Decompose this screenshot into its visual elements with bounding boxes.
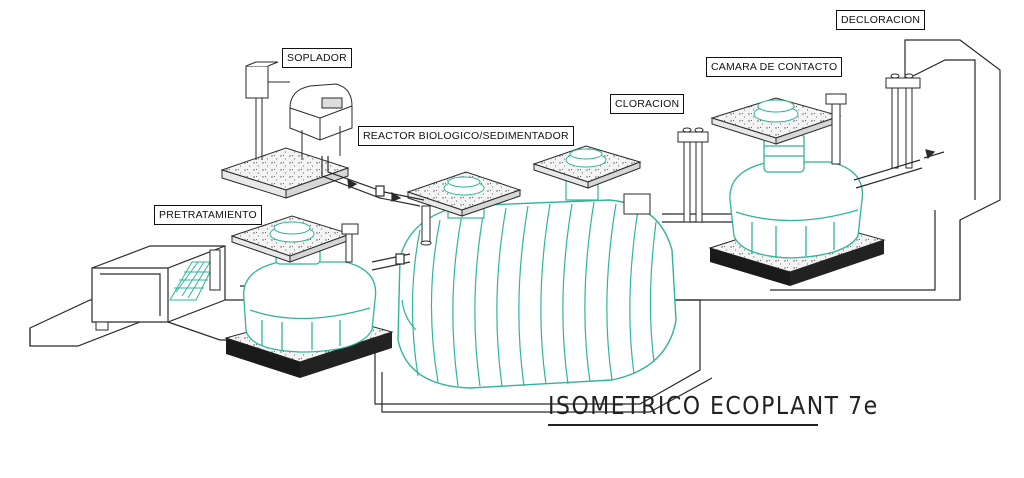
diagram-title: ISOMETRICO ECOPLANT 7e xyxy=(548,392,879,421)
label-cloracion: CLORACION xyxy=(610,94,685,114)
label-soplador: SOPLADOR xyxy=(282,48,352,68)
process-pipes xyxy=(371,149,945,271)
label-camara-contacto: CAMARA DE CONTACTO xyxy=(706,57,843,77)
contact-chamber-tank xyxy=(708,93,886,286)
reactor-tank xyxy=(397,145,732,389)
label-pretratamiento: PRETRATAMIENTO xyxy=(154,205,262,225)
air-line xyxy=(321,156,425,207)
blower-unit xyxy=(220,61,353,199)
label-reactor: REACTOR BIOLOGICO/SEDIMENTADOR xyxy=(358,126,574,146)
label-decloracion: DECLORACION xyxy=(836,10,926,30)
decloracion-column xyxy=(885,73,921,169)
trench-outline xyxy=(29,39,1001,413)
pretreatment-screen xyxy=(169,249,221,301)
pretreatment-tank xyxy=(224,215,394,378)
title-underline xyxy=(548,424,818,426)
cloracion-column xyxy=(677,127,709,223)
